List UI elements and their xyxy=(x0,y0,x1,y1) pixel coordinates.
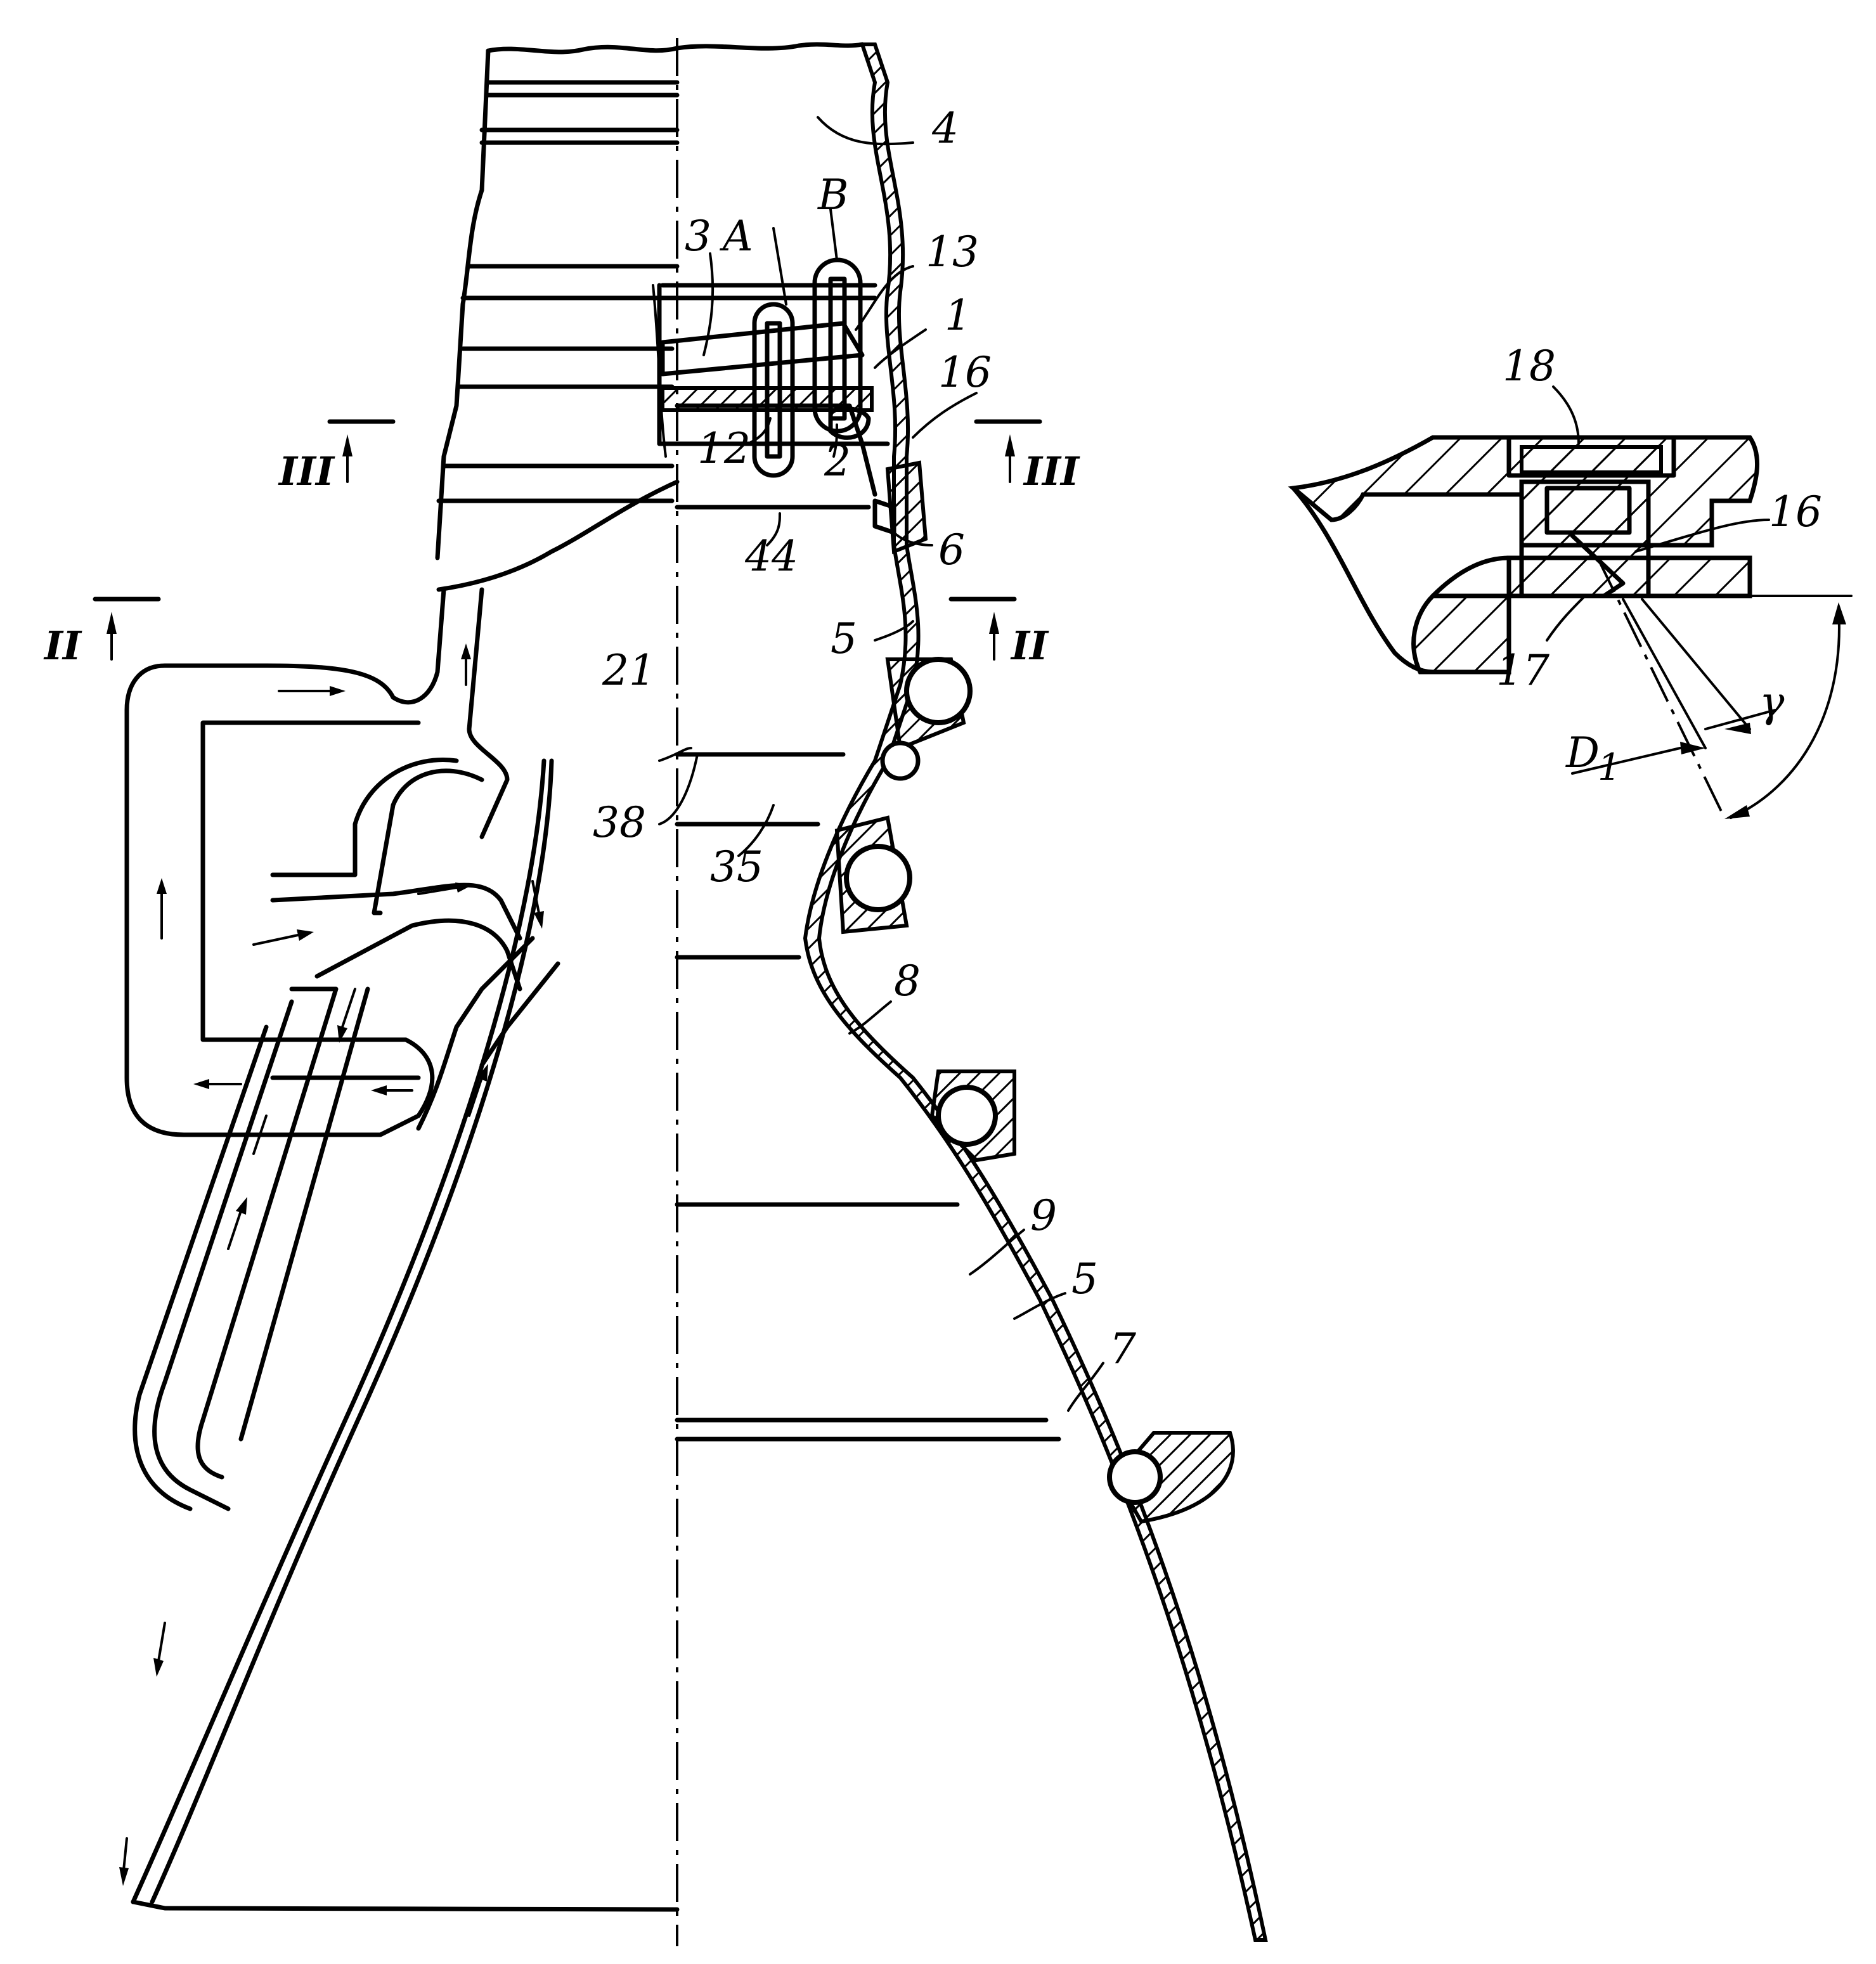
label-44: 44 xyxy=(744,532,798,581)
section-label-III-right: III xyxy=(1023,448,1080,494)
label-8: 8 xyxy=(894,957,921,1005)
manifold-5 xyxy=(1107,1431,1235,1524)
label-38: 38 xyxy=(593,798,646,847)
label-4: 4 xyxy=(931,104,959,153)
flow-arrows-left xyxy=(119,643,544,1886)
label-16: 16 xyxy=(938,348,992,397)
label-5-upper: 5 xyxy=(831,614,857,663)
label-gamma: γ xyxy=(1759,678,1785,727)
section-label-II-right: II xyxy=(1010,623,1049,669)
label-5-lower: 5 xyxy=(1071,1255,1098,1303)
label-13: 13 xyxy=(926,228,979,276)
label-A: A xyxy=(719,212,753,261)
manifold-3 xyxy=(834,815,912,934)
label-D: D xyxy=(1565,728,1600,777)
section-label-II-left: II xyxy=(43,623,82,669)
label-12: 12 xyxy=(697,424,751,473)
section-markers xyxy=(93,419,1042,661)
label-6: 6 xyxy=(938,526,965,574)
detail-view xyxy=(1288,385,1853,819)
label-7: 7 xyxy=(1109,1324,1136,1373)
label-3: 3 xyxy=(685,212,711,261)
section-label-III-left: III xyxy=(278,448,335,494)
label-18: 18 xyxy=(1503,342,1556,391)
manifold-1 xyxy=(885,657,973,751)
leader-lines xyxy=(658,116,1104,1412)
label-2: 2 xyxy=(824,437,851,486)
label-35: 35 xyxy=(710,843,763,891)
label-16-detail: 16 xyxy=(1769,488,1822,536)
label-21: 21 xyxy=(602,646,656,695)
label-17: 17 xyxy=(1496,646,1549,695)
label-B: B xyxy=(817,171,849,219)
left-exterior-view xyxy=(119,44,680,1912)
label-1: 1 xyxy=(945,291,971,340)
label-D-subscript: 1 xyxy=(1598,746,1621,789)
manifold-4 xyxy=(929,1069,1016,1163)
manifold-2 xyxy=(880,740,921,781)
right-section-view xyxy=(657,42,1268,1942)
label-9: 9 xyxy=(1030,1191,1057,1240)
